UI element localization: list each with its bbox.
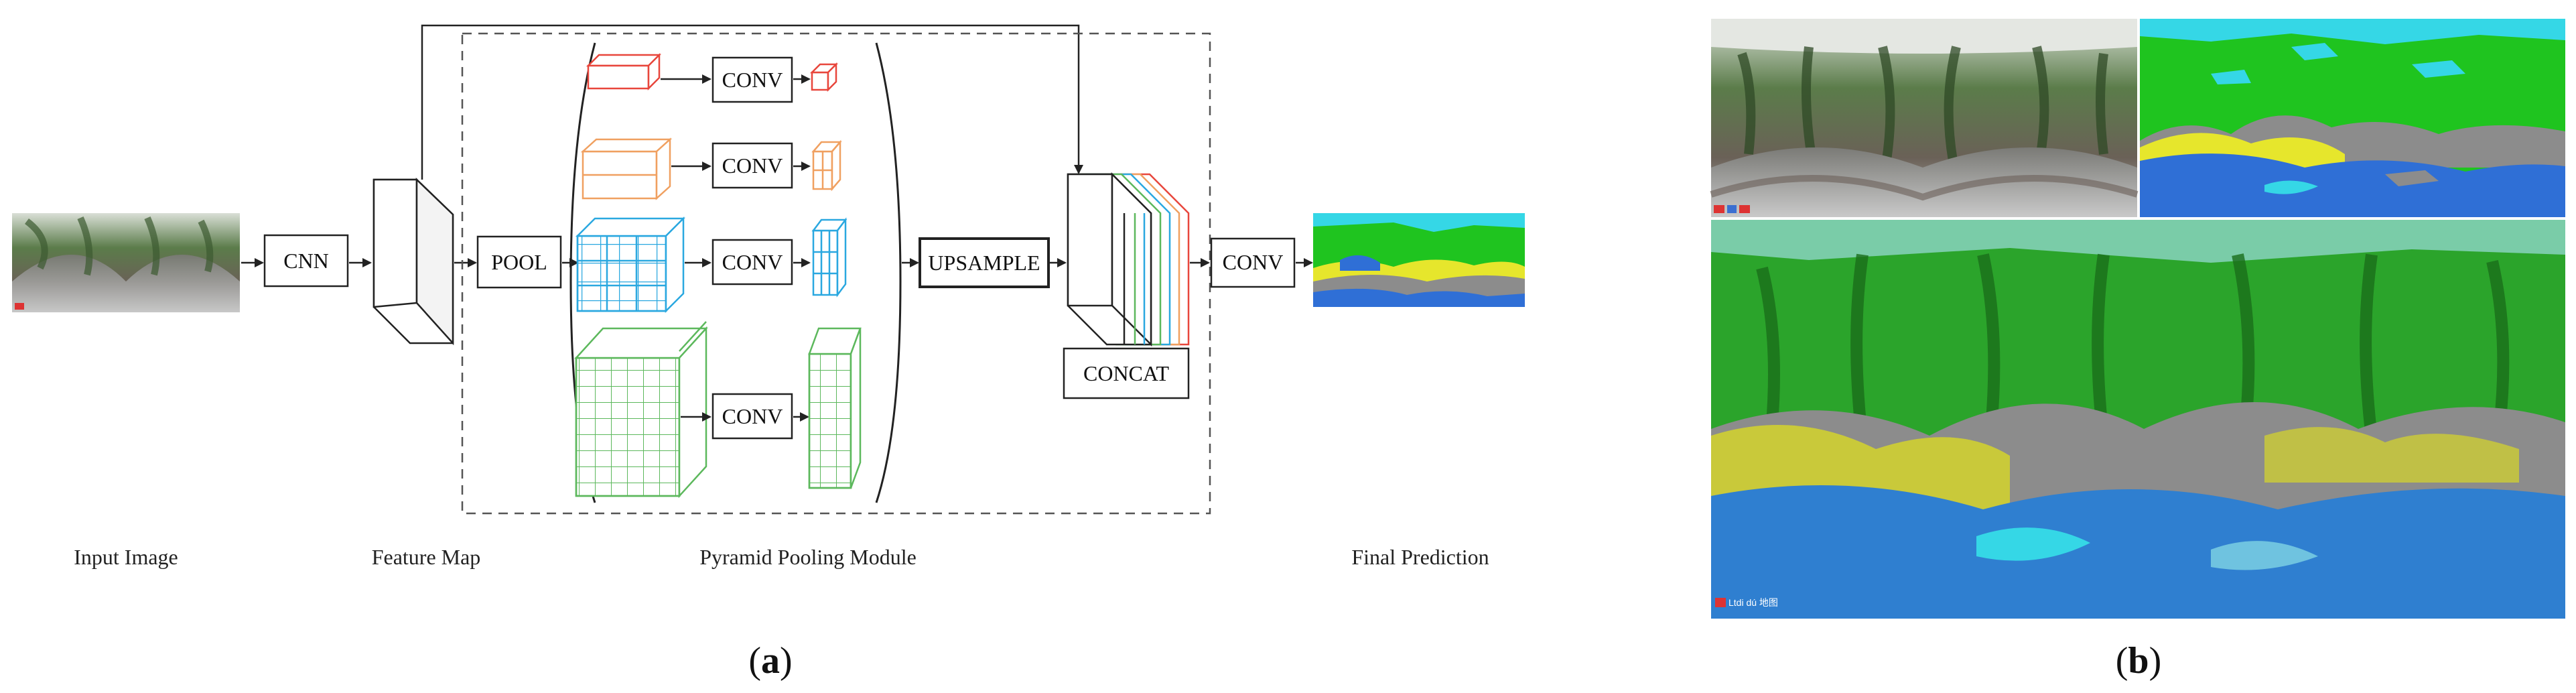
segmentation-map bbox=[2140, 19, 2565, 217]
stage-label-feature-map: Feature Map bbox=[372, 545, 481, 569]
branch-3x3: CONV bbox=[575, 216, 848, 314]
stage-label-final: Final Prediction bbox=[1351, 545, 1489, 569]
original-panorama bbox=[1710, 19, 2139, 217]
right-bracket bbox=[875, 42, 902, 503]
panel-a-label: (a) bbox=[748, 640, 792, 682]
final-conv-block: CONV bbox=[1210, 237, 1296, 288]
feature-map-slab bbox=[372, 178, 454, 346]
conv-3-label: CONV bbox=[722, 250, 783, 274]
upsample-block: UPSAMPLE bbox=[919, 237, 1050, 288]
panel-b-images: Ltdi dú 地图 (b) bbox=[1710, 19, 2565, 682]
panel-a-diagram: CNN POOL bbox=[12, 24, 1525, 682]
output-block-orange bbox=[811, 139, 842, 192]
watermark-text: Ltdi dú 地图 bbox=[1728, 597, 1778, 608]
output-block-green bbox=[808, 327, 862, 489]
stage-label-input: Input Image bbox=[74, 545, 178, 569]
skip-connection-arrow bbox=[421, 24, 1083, 180]
panel-b-label: (b) bbox=[2116, 640, 2161, 682]
pooled-block-red bbox=[586, 52, 662, 91]
pool-block: POOL bbox=[476, 235, 562, 289]
output-block-red bbox=[809, 62, 839, 92]
conv-2-label: CONV bbox=[722, 153, 783, 178]
pool-label: POOL bbox=[491, 250, 547, 274]
concat-stack bbox=[1067, 172, 1190, 347]
segmentation-overlay: Ltdi dú 地图 bbox=[1711, 220, 2565, 619]
final-prediction-thumbnail bbox=[1313, 213, 1525, 307]
final-conv-label: CONV bbox=[1223, 250, 1284, 274]
cnn-block: CNN bbox=[263, 234, 349, 288]
branch-1x1: CONV bbox=[586, 52, 839, 103]
pyramid-pooling-module-frame bbox=[461, 32, 1211, 515]
concat-label: CONCAT bbox=[1083, 361, 1169, 385]
cnn-label: CNN bbox=[283, 249, 329, 273]
stage-label-ppm: Pyramid Pooling Module bbox=[699, 545, 917, 569]
branch-6x6: CONV bbox=[574, 321, 862, 499]
input-image-thumbnail bbox=[12, 213, 240, 312]
concat-block: CONCAT bbox=[1063, 347, 1190, 399]
conv-4-label: CONV bbox=[722, 404, 783, 428]
pooled-block-orange bbox=[580, 137, 673, 200]
pooled-block-green bbox=[574, 321, 708, 499]
conv-1-label: CONV bbox=[722, 68, 783, 92]
output-block-cyan bbox=[811, 217, 848, 298]
upsample-label: UPSAMPLE bbox=[928, 251, 1040, 275]
branch-2x2: CONV bbox=[580, 137, 842, 200]
pooled-block-cyan bbox=[575, 216, 686, 314]
